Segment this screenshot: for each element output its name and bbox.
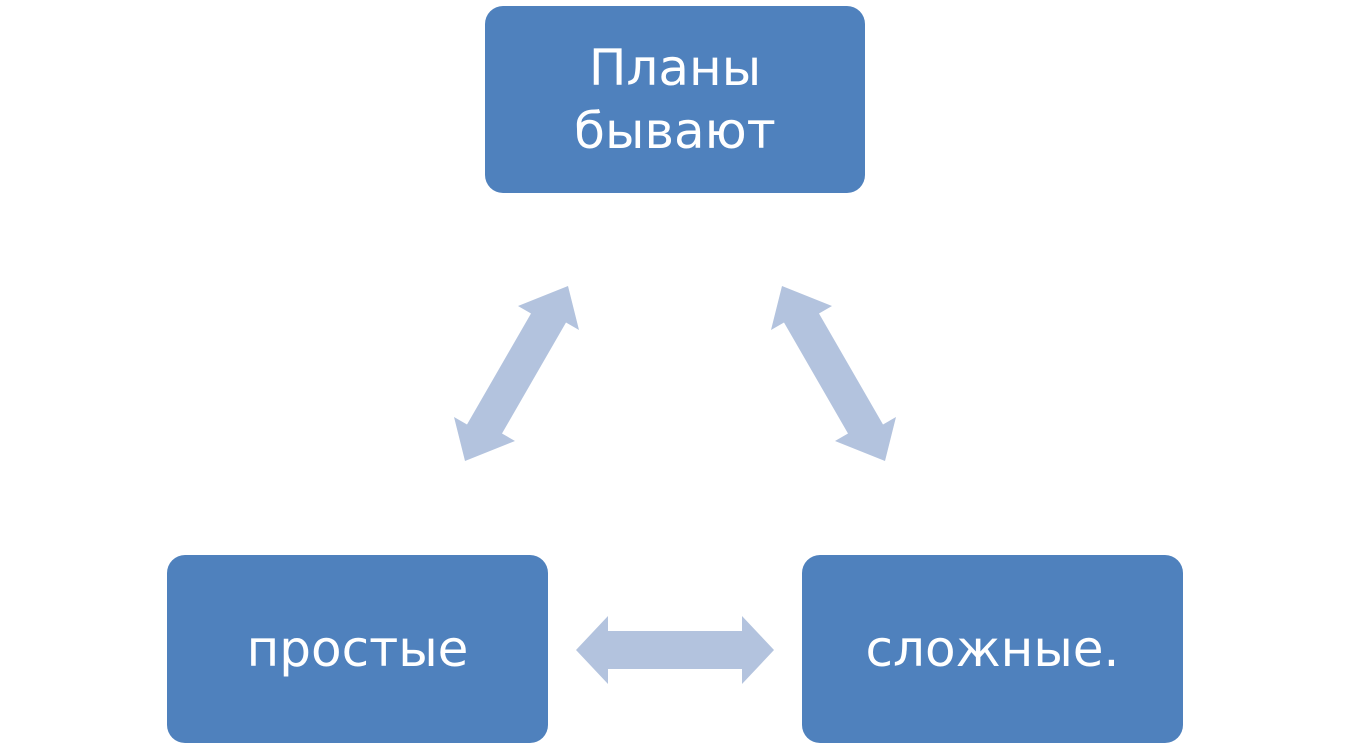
node-plans: Планы бывают (485, 6, 865, 193)
node-plans-label: Планы бывают (574, 38, 776, 160)
node-complex-label: сложные. (865, 619, 1120, 678)
node-complex: сложные. (802, 555, 1183, 743)
arrow-top-right (771, 286, 896, 461)
node-simple: простые (167, 555, 548, 743)
arrow-bottom (576, 616, 774, 684)
node-simple-label: простые (246, 619, 469, 678)
arrow-top-left (454, 286, 579, 461)
